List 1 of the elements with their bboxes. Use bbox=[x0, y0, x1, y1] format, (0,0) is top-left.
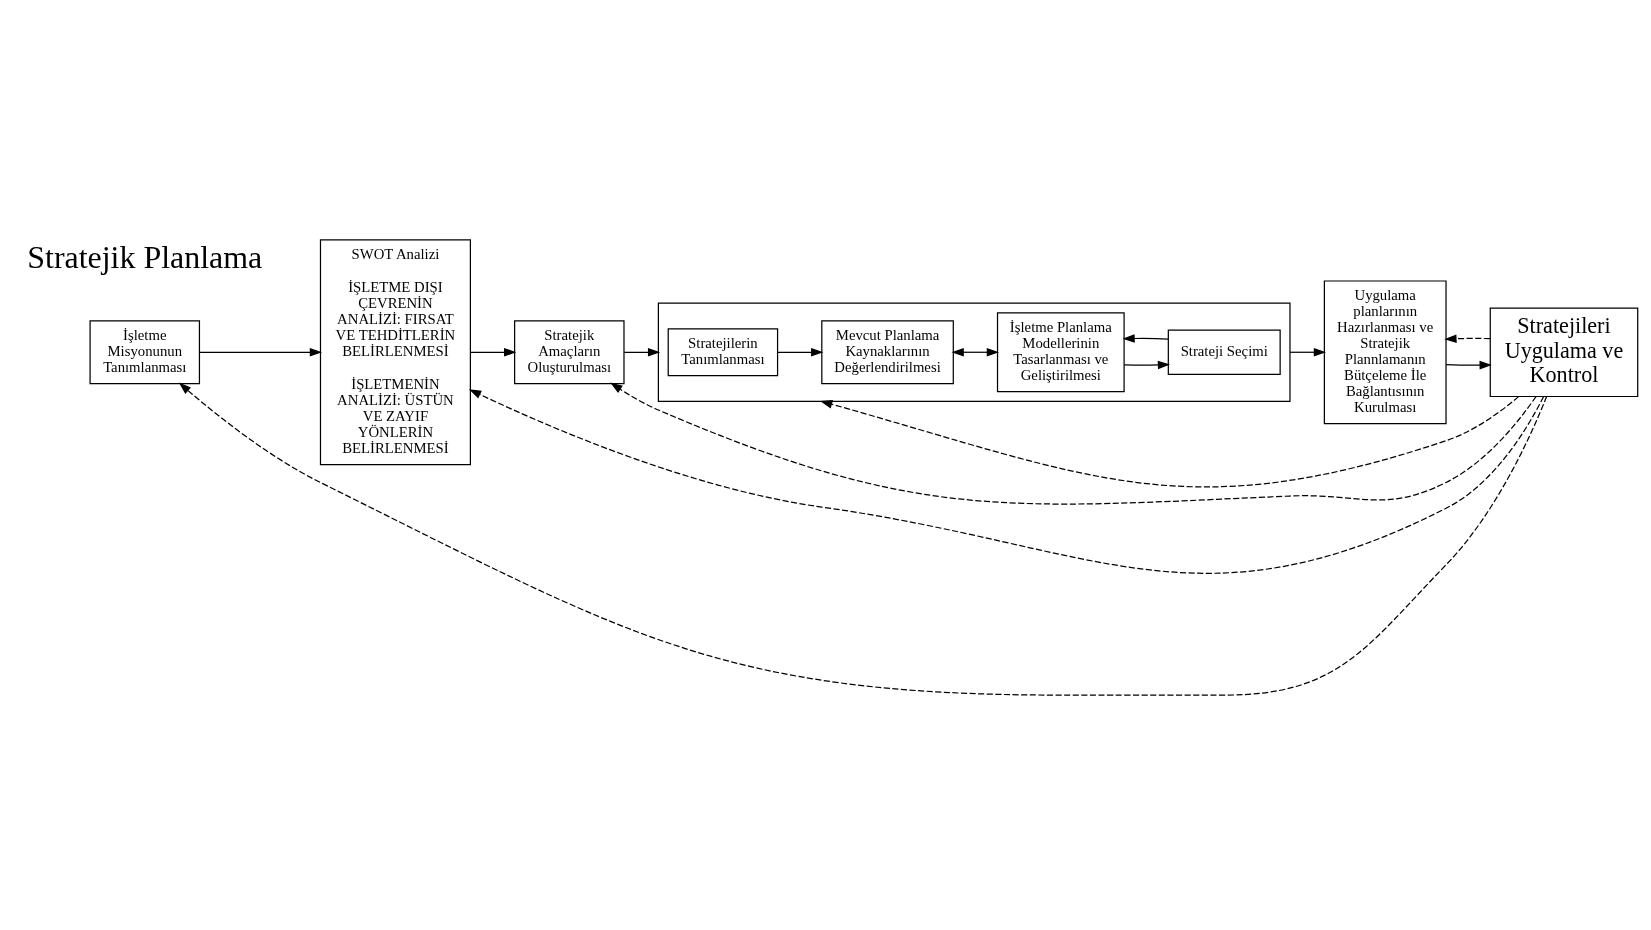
label: Stratejik Planlama bbox=[27, 239, 263, 275]
